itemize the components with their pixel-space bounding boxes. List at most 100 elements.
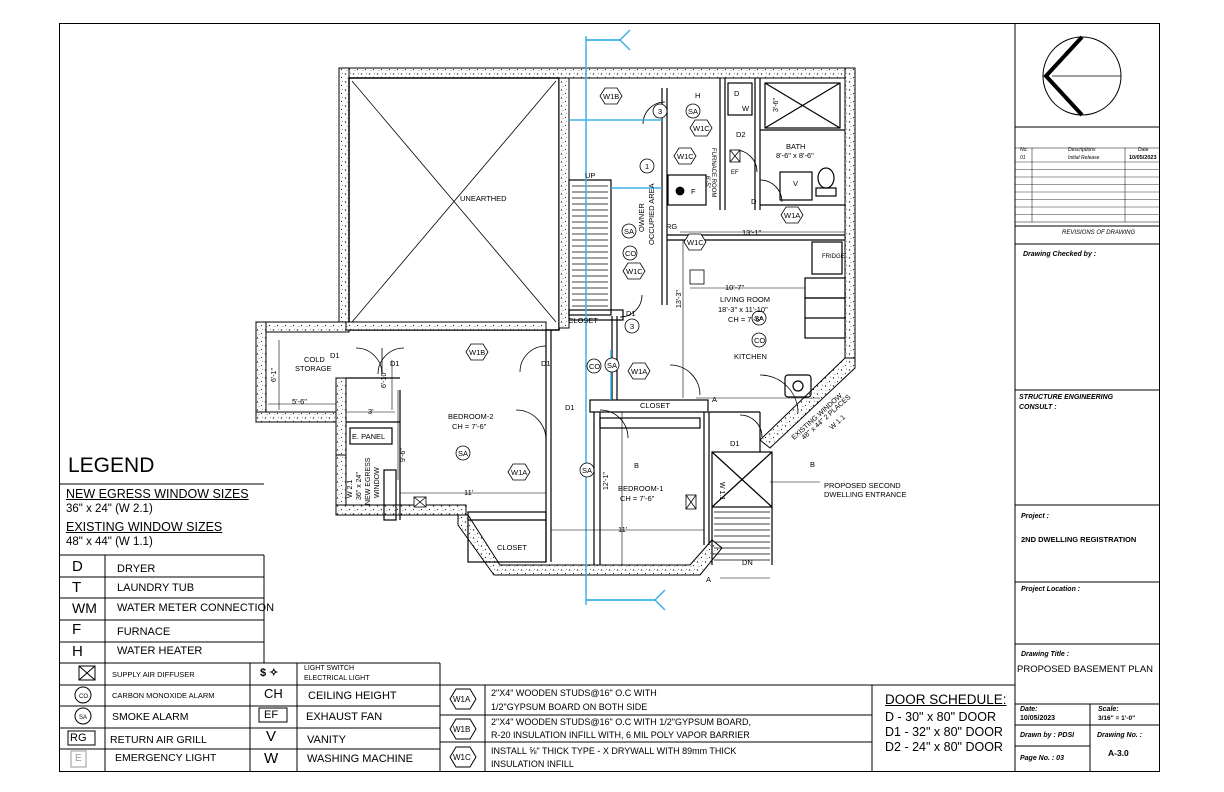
drawing-title-value: PROPOSED BASEMENT PLAN xyxy=(1017,664,1154,675)
legend-light-switch-2: ELECTRICAL LIGHT xyxy=(304,675,370,682)
rev-header-desc: Descriptions xyxy=(1068,147,1096,153)
label-e-panel: E. PANEL xyxy=(352,432,385,441)
label-owner-1: OWNER xyxy=(637,203,646,232)
tag-w1a-2: W1A xyxy=(511,468,527,477)
revisions-label: REVISIONS OF DRAWING xyxy=(1062,230,1136,236)
rev-header-date: Date xyxy=(1138,147,1149,153)
legend-co-sym: CO xyxy=(79,694,88,700)
tag-sa-4: SA xyxy=(458,449,468,458)
date-label: Date: xyxy=(1020,706,1038,713)
tag-d2: D2 xyxy=(736,130,746,139)
label-up: UP xyxy=(585,171,595,180)
legend-item-furnace: FURNACE xyxy=(117,626,171,638)
legend-switch-sym: $ ✧ xyxy=(260,667,279,679)
tag-1: 1 xyxy=(645,162,649,171)
rev-row-date: 10/05/2023 xyxy=(1129,155,1157,161)
label-egress-2: 36" x 24" xyxy=(356,472,363,500)
legend-new-egress-size: 36" x 24" (W 2.1) xyxy=(66,503,153,515)
stair-treads xyxy=(572,185,770,561)
tag-d-dryer: D xyxy=(734,89,740,98)
dim-3: 3' xyxy=(368,407,374,416)
dim-10-7: 10'-7" xyxy=(725,283,744,292)
legend-item-water-heater: WATER HEATER xyxy=(117,645,203,657)
legend-item-water-heater-sym: H xyxy=(72,643,83,660)
tag-ef: EF xyxy=(731,170,739,176)
rev-row-desc: Initial Release xyxy=(1068,155,1100,161)
label-entrance-1: PROPOSED SECOND xyxy=(824,481,901,490)
label-living: LIVING ROOM xyxy=(720,295,770,304)
tag-w1c-2: W1C xyxy=(677,152,694,161)
drawing-no-label: Drawing No. : xyxy=(1097,732,1143,739)
tag-a-1: A xyxy=(712,395,717,404)
dim-11b: 11' xyxy=(618,525,628,534)
tag-a-2: A xyxy=(706,575,711,584)
drawing-no-value: A-3.0 xyxy=(1108,748,1129,758)
legend-supply-air: SUPPLY AIR DIFFUSER xyxy=(112,670,195,679)
legend-sa: SMOKE ALARM xyxy=(112,711,189,723)
legend-light-switch-1: LIGHT SWITCH xyxy=(304,665,355,672)
legend-rg-sym: RG xyxy=(70,732,87,744)
label-bedroom-2-ch: CH = 7'-6" xyxy=(452,422,487,431)
legend-symbol-glyphs: CO SA W1A W1B W1C xyxy=(79,694,471,762)
label-living-size: 18'-3" x 11'-10" xyxy=(718,305,768,314)
title-block-lines xyxy=(1015,126,1160,772)
note-w1c-line2: INSULATION INFILL xyxy=(491,759,574,769)
door-schedule-d2: D2 - 24" x 80" DOOR xyxy=(885,740,1003,754)
label-dn: DN xyxy=(742,558,753,567)
consult-label-2: CONSULT : xyxy=(1019,404,1057,411)
legend-v-sym: V xyxy=(266,728,277,745)
door-schedule-title: DOOR SCHEDULE: xyxy=(885,692,1007,707)
dim-11a: 11' xyxy=(464,488,474,497)
tag-sa-2: SA xyxy=(624,227,634,236)
label-cold-1: COLD xyxy=(304,355,325,364)
legend-item-laundry: LAUNDRY TUB xyxy=(117,582,195,594)
tag-d1-cold-2: D1 xyxy=(390,359,400,368)
tag-w1b-top: W1B xyxy=(603,92,619,101)
tag-sa-6: SA xyxy=(754,314,764,323)
legend-title: LEGEND xyxy=(68,454,155,477)
door-swings xyxy=(355,101,799,441)
tag-d1-bed2: D1 xyxy=(541,359,551,368)
scale-label: Scale: xyxy=(1098,706,1119,713)
dim-9-6: 9'-6" xyxy=(400,448,407,462)
tag-w1c-1: W1C xyxy=(693,124,710,133)
note-w1c-line1: INSTALL ⅝" THICK TYPE - X DRYWALL WITH 8… xyxy=(491,746,737,756)
legend-item-furnace-sym: F xyxy=(72,621,82,638)
legend-w1a-sym: W1A xyxy=(453,695,471,704)
drawn-by-label: Drawn by : PDSI xyxy=(1020,732,1075,739)
tag-sa-1: SA xyxy=(688,107,698,116)
note-w1b-line2: R-20 INSULATION INFILL WITH, 6 MIL POLY … xyxy=(491,730,750,740)
legend-co: CARBON MONOXIDE ALARM xyxy=(112,691,215,700)
tag-v: V xyxy=(793,179,798,188)
label-owner-2: OCCUPIED AREA xyxy=(647,183,656,245)
legend-w1c-sym: W1C xyxy=(453,753,471,762)
label-living-ch: CH = 7'-6" xyxy=(728,315,763,324)
tag-h: H xyxy=(695,91,700,100)
legend-v: VANITY xyxy=(307,734,346,746)
drawing-title-label: Drawing Title : xyxy=(1021,651,1070,658)
tag-f: F xyxy=(691,187,696,196)
legend-item-laundry-sym: T xyxy=(72,579,82,596)
label-bedroom-1: BEDROOM-1 xyxy=(618,484,663,493)
unearthed-area xyxy=(351,80,557,323)
label-closet-1: CLOSET xyxy=(568,316,598,325)
legend-item-water-meter: WATER METER CONNECTION xyxy=(117,602,275,614)
plan-labels: UNEARTHED COLD STORAGE E. PANEL BEDROOM-… xyxy=(292,89,907,584)
plan-tag-symbols xyxy=(413,87,804,510)
drawing-checked-label: Drawing Checked by : xyxy=(1023,251,1097,258)
label-bedroom-2: BEDROOM-2 xyxy=(448,412,493,421)
legend-sa-sym: SA xyxy=(79,715,87,721)
door-schedule-d1: D1 - 32" x 80" DOOR xyxy=(885,725,1003,739)
legend-w-sym: W xyxy=(264,750,279,767)
project-label: Project : xyxy=(1021,513,1050,520)
tag-w1c-4: W1C xyxy=(626,267,643,276)
tag-d1-living: D1 xyxy=(626,309,636,318)
legend-existing-heading: EXISTING WINDOW SIZES xyxy=(66,520,223,534)
dim-13-3: 13'-3" xyxy=(676,290,683,308)
page-no-label: Page No. : 03 xyxy=(1020,755,1064,762)
dim-12-1: 12'-1" xyxy=(603,472,610,490)
tag-d1-cold-1: D1 xyxy=(330,351,340,360)
label-w11-side: W 1.1 xyxy=(718,482,725,500)
tag-w1c-3: W1C xyxy=(687,238,704,247)
tag-d-bath: D xyxy=(751,197,757,206)
